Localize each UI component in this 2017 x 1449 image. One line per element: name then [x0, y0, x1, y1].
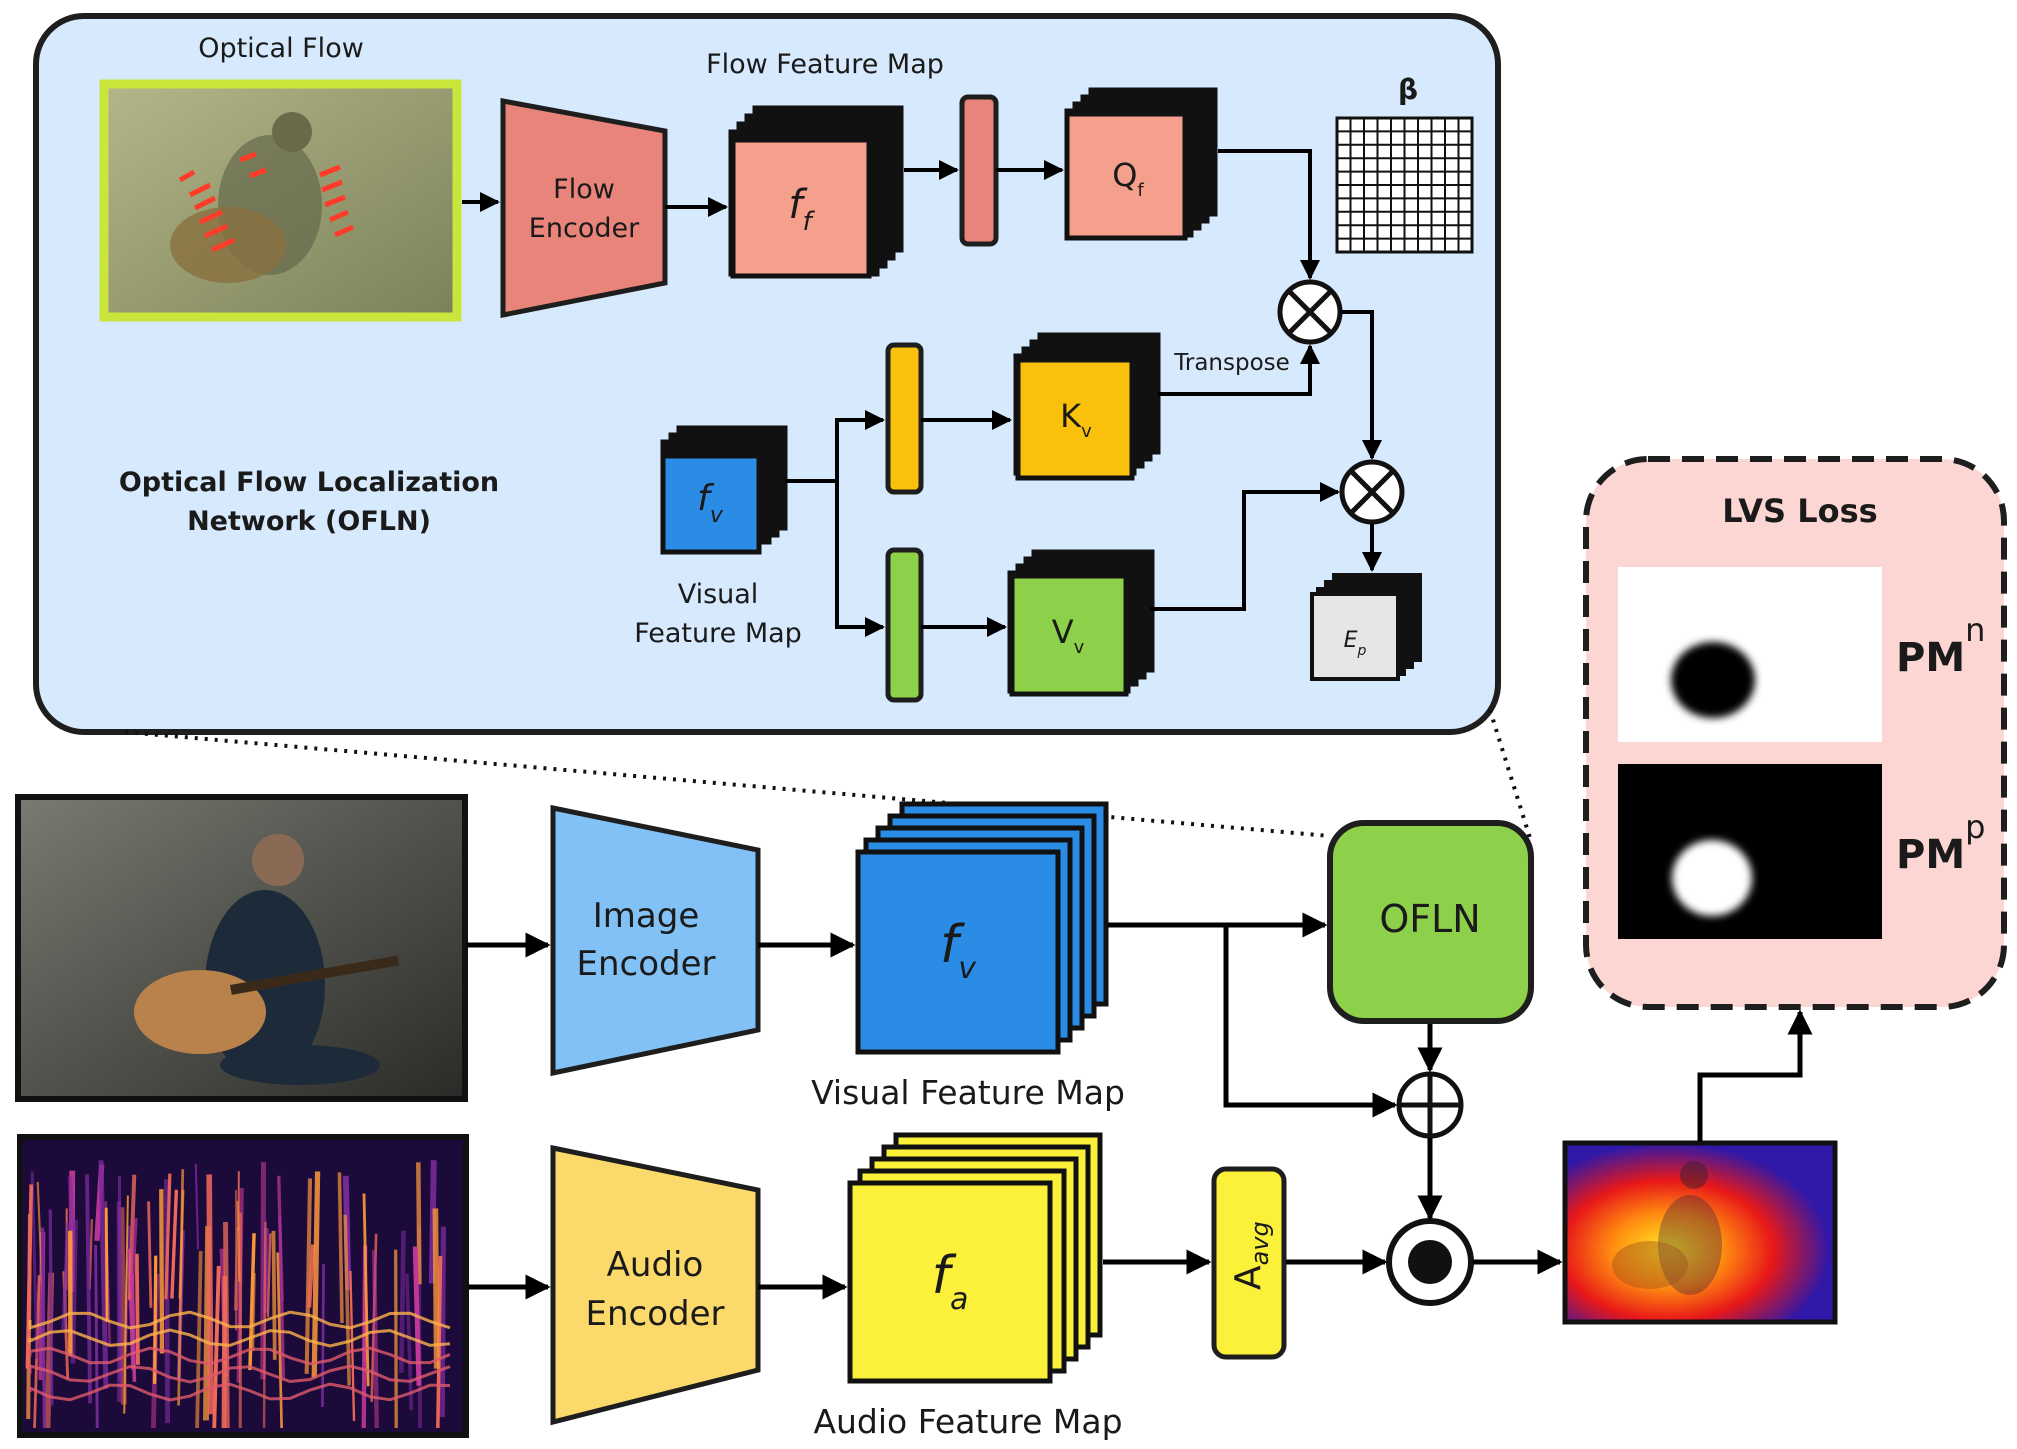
- audio-feature-map-label: Audio Feature Map: [813, 1402, 1122, 1441]
- add-op: [1396, 1071, 1464, 1139]
- audio-encoder-line1: Audio: [607, 1245, 704, 1285]
- zoom-line-right: [1488, 709, 1532, 839]
- flow-encoder: [500, 97, 668, 319]
- vv-symbol: Vv: [1052, 613, 1085, 658]
- aavg-symbol: Aavg: [1228, 1221, 1274, 1290]
- image-encoder-line2: Encoder: [576, 944, 715, 984]
- negative-pseudo-mask: [1618, 567, 1882, 742]
- visual-feature-stack: [855, 801, 1109, 1055]
- qf-symbol: Qf: [1112, 156, 1144, 201]
- visual-feature-map-label: Visual Feature Map: [811, 1073, 1125, 1112]
- pm-positive-label: PMp: [1896, 808, 1985, 878]
- dot-product-op: [1386, 1218, 1474, 1306]
- image-encoder: [550, 804, 761, 1077]
- transpose-label: Transpose: [1173, 350, 1290, 376]
- visual-feature-map-label-line1: Visual: [678, 579, 759, 610]
- image-encoder-line1: Image: [593, 896, 699, 936]
- ofln-title-line2: Network (OFLN): [187, 506, 431, 537]
- avg-pool-block: [1211, 1166, 1287, 1360]
- qf-stack: [1064, 87, 1218, 241]
- matmul-op-2: [1339, 459, 1405, 525]
- audio-spectrogram: [17, 1134, 469, 1438]
- beta-label: β: [1398, 73, 1418, 106]
- kv-stack: [1013, 332, 1161, 481]
- ofln-block-label: OFLN: [1379, 897, 1480, 941]
- localization-heatmap: [1562, 1140, 1838, 1325]
- optical-flow-label: Optical Flow: [198, 33, 364, 64]
- zoom-line-left: [124, 730, 1331, 838]
- flow-feature-stack: [728, 105, 904, 279]
- flow-feature-map-label: Flow Feature Map: [706, 49, 944, 80]
- vv-stack: [1007, 549, 1155, 697]
- pm-negative-label: PMn: [1896, 611, 1985, 681]
- flow-projection-bar: [959, 94, 999, 247]
- flow-encoder-line1: Flow: [553, 174, 615, 205]
- ep-symbol: Ep: [1344, 628, 1367, 659]
- key-projection-bar: [885, 342, 924, 495]
- ofln-title-line1: Optical Flow Localization: [119, 467, 499, 498]
- ofln-block: [1327, 820, 1534, 1024]
- pipeline-arrows: [466, 912, 1813, 1300]
- optical-flow-image: [99, 79, 462, 322]
- audio-encoder-line2: Encoder: [585, 1294, 724, 1334]
- ofln-arrows: [462, 149, 1382, 637]
- audio-encoder: [550, 1144, 761, 1426]
- lvs-loss-title: LVS Loss: [1722, 492, 1877, 530]
- beta-attention-grid: [1335, 116, 1474, 254]
- value-projection-bar: [885, 547, 924, 703]
- input-video-frame: [15, 794, 468, 1102]
- ep-stack: [1310, 573, 1422, 681]
- audio-feature-stack: [847, 1132, 1103, 1384]
- positive-pseudo-mask: [1618, 764, 1882, 939]
- matmul-op-1: [1277, 279, 1343, 345]
- visual-feature-stack-small: [660, 425, 788, 555]
- visual-feature-map-label-line2: Feature Map: [634, 618, 802, 649]
- kv-symbol: Kv: [1060, 397, 1092, 442]
- flow-encoder-line2: Encoder: [529, 213, 640, 244]
